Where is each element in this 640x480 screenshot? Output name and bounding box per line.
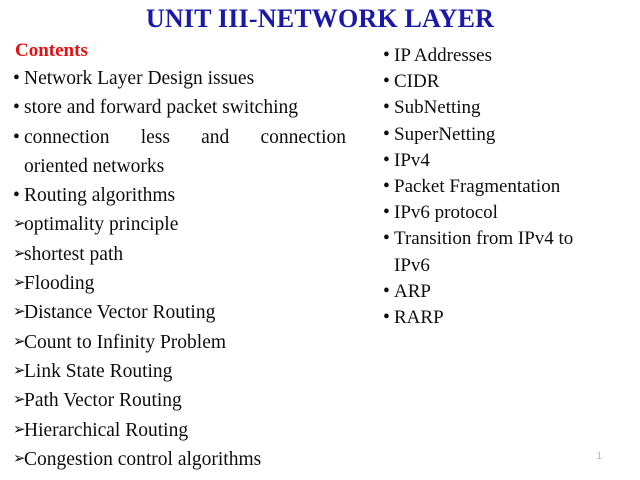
right-bullet-item-label: ARP (394, 280, 431, 302)
right-bullet-item: •SubNetting (383, 95, 633, 121)
left-bullet-item: ➢Hierarchical Routing (13, 416, 347, 445)
round-bullet-icon: • (383, 228, 390, 250)
arrow-bullet-icon: ➢ (13, 304, 26, 321)
round-bullet-icon: • (383, 307, 390, 329)
round-bullet-icon: • (383, 202, 390, 224)
left-bullet-item-label: Path Vector Routing (24, 390, 182, 412)
left-bullet-item: ➢Congestion control algorithms (13, 445, 347, 474)
left-bullet-item-label: Routing algorithms (24, 185, 176, 207)
left-bullet-item: ➢Flooding (13, 269, 347, 298)
round-bullet-icon: • (383, 176, 390, 198)
left-bullet-item-label: Distance Vector Routing (24, 302, 216, 324)
round-bullet-icon: • (13, 126, 20, 148)
page-number: 1 (596, 451, 602, 462)
left-bullet-item-label: shortest path (24, 243, 124, 265)
slide-body: Contents •Network Layer Design issues• s… (0, 38, 640, 480)
left-bullet-item: ➢Distance Vector Routing (13, 298, 347, 327)
round-bullet-icon: • (383, 97, 390, 119)
left-bullet-item: ➢optimality principle (13, 210, 347, 239)
right-bullet-item: •SuperNetting (383, 122, 633, 148)
left-bullet-list: •Network Layer Design issues• store and … (13, 64, 347, 474)
arrow-bullet-icon: ➢ (13, 275, 26, 292)
round-bullet-icon: • (383, 45, 390, 66)
round-bullet-icon: • (383, 149, 390, 171)
left-bullet-item: ➢ Path Vector Routing (13, 386, 347, 415)
left-bullet-item-label: Count to Infinity Problem (24, 331, 227, 353)
arrow-bullet-icon: ➢ (13, 421, 26, 438)
left-bullet-item-label: Link State Routing (24, 360, 173, 382)
left-bullet-item-label: optimality principle (24, 214, 179, 236)
right-bullet-item-label: IPv4 (394, 149, 430, 171)
arrow-bullet-icon: ➢ (13, 333, 26, 350)
right-bullet-item-label: Packet Fragmentation (394, 176, 561, 198)
left-bullet-item: •Network Layer Design issues (13, 64, 347, 93)
contents-left-column: Contents •Network Layer Design issues• s… (13, 38, 347, 474)
right-bullet-item: •Packet Fragmentation (383, 174, 633, 200)
left-bullet-item: •connection less and connection (13, 123, 347, 152)
right-bullet-item-label: CIDR (394, 71, 440, 93)
right-bullet-list: •IP Addresses•CIDR•SubNetting•SuperNetti… (383, 43, 633, 331)
round-bullet-icon: • (383, 280, 390, 302)
left-bullet-item-label: Congestion control algorithms (24, 448, 262, 470)
left-bullet-item-label: Flooding (24, 273, 95, 295)
right-bullet-item: •Transition from IPv4 to (383, 226, 633, 252)
left-bullet-item-label: connection less and connection (24, 126, 346, 148)
left-bullet-item: • store and forward packet switching (13, 93, 347, 122)
left-bullet-item: ➢Count to Infinity Problem (13, 328, 347, 357)
right-bullet-item-label: IPv6 protocol (394, 202, 498, 224)
right-bullet-item-label: Transition from IPv4 to (394, 228, 574, 250)
right-bullet-item-continuation: IPv6 (394, 254, 430, 276)
contents-right-column: •IP Addresses•CIDR•SubNetting•SuperNetti… (383, 43, 633, 331)
contents-heading: Contents (15, 40, 88, 61)
slide-title: UNIT III-NETWORK LAYER (145, 4, 495, 33)
right-bullet-item: •RARP (383, 305, 633, 331)
left-bullet-item: ➢Link State Routing (13, 357, 347, 386)
right-bullet-item: •IP Addresses (383, 43, 633, 69)
right-bullet-item-label: RARP (394, 307, 444, 329)
round-bullet-icon: • (383, 71, 390, 93)
left-bullet-item-label: Network Layer Design issues (24, 68, 255, 89)
left-bullet-item-continuation: oriented networks (24, 155, 165, 177)
arrow-bullet-icon: ➢ (13, 450, 26, 467)
round-bullet-icon: • (13, 97, 20, 119)
right-bullet-item: •CIDR (383, 69, 633, 95)
left-bullet-item-label: Hierarchical Routing (24, 419, 189, 441)
right-bullet-item: •ARP (383, 279, 633, 305)
round-bullet-icon: • (383, 123, 390, 145)
arrow-bullet-icon: ➢ (13, 245, 26, 262)
left-bullet-item-label: store and forward packet switching (24, 97, 298, 119)
right-bullet-item: •IPv4 (383, 148, 633, 174)
right-bullet-item-label: SuperNetting (394, 123, 496, 145)
right-bullet-item: •IPv6 protocol (383, 200, 633, 226)
left-bullet-item: ➢ shortest path (13, 240, 347, 269)
arrow-bullet-icon: ➢ (13, 216, 26, 233)
arrow-bullet-icon: ➢ (13, 362, 26, 379)
arrow-bullet-icon: ➢ (13, 392, 26, 409)
left-bullet-item: •Routing algorithms (13, 181, 347, 210)
right-bullet-item-label: IP Addresses (394, 45, 492, 66)
right-bullet-item-label: SubNetting (394, 97, 481, 119)
round-bullet-icon: • (13, 68, 20, 89)
round-bullet-icon: • (13, 185, 20, 207)
